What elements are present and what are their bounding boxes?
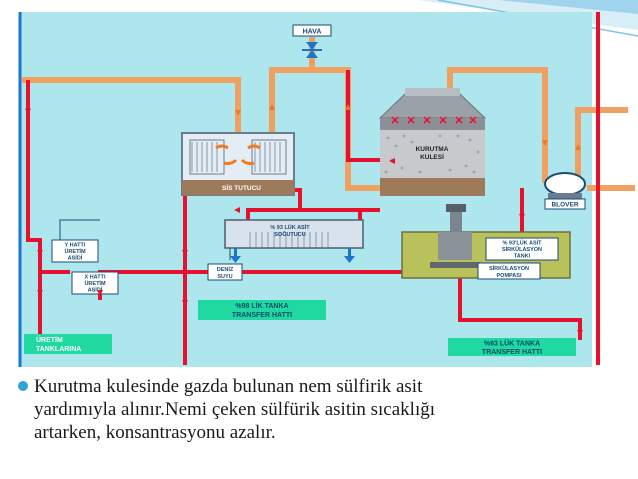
blover-label: BLOVER	[551, 202, 578, 209]
x-hatti-label-line3: ASİDİ	[88, 287, 103, 294]
y-hatti-label-line1: Y HATTI	[65, 243, 86, 249]
sirk-tank-label-line2: SİRKÜLASYON	[502, 246, 542, 253]
flow-arrow-icon	[25, 104, 583, 336]
sirk-pompa-label-line2: POMPASI	[497, 273, 522, 279]
transfer98-label-line2: TRANSFER HATTI	[232, 312, 292, 319]
y-hatti-box	[51, 239, 99, 263]
blover-icon	[544, 172, 586, 199]
hava-valve-icon	[302, 42, 322, 58]
bullet-line-1: Kurutma kulesinde gazda bulunan nem sülf…	[34, 376, 423, 397]
uretim-label-line1: ÜRETİM	[36, 335, 63, 344]
sirk-pompa-label-line1: SİRKÜLASYON	[489, 265, 529, 272]
bullet-line-2: yardımıyla alınır.Nemi çeken sülfürik as…	[34, 399, 436, 420]
bullet-point: Kurutma kulesinde gazda bulunan nem sülf…	[18, 375, 618, 444]
sis-tutucu-label: SİS TUTUCU	[222, 184, 261, 192]
sirk-pompa-label-box	[477, 262, 541, 280]
deniz-suyu-box	[207, 263, 243, 281]
kurutma-label-line2: KULESİ	[420, 153, 444, 161]
hava-label-box	[292, 24, 332, 37]
bullet-text: Kurutma kulesinde gazda bulunan nem sülf…	[34, 375, 618, 444]
deniz-label-line1: DENİZ	[217, 266, 234, 273]
flow-arrow-icon	[235, 104, 581, 150]
y-hatti-label-line3: ASİDİ	[68, 255, 83, 262]
uretim-label-line2: TANKLARINA	[36, 346, 81, 353]
sogutucu-label-line2: SOĞUTUCU	[274, 230, 306, 238]
sirk-tank-label-line3: TANKI	[514, 254, 531, 260]
bullet-icon	[18, 381, 28, 391]
transfer93-label-line2: TRANSFER HATTI	[482, 349, 542, 356]
hava-label: HAVA	[303, 29, 322, 36]
transfer98-label-line1: %98 LİK TANKA	[235, 302, 288, 310]
deniz-label-line2: SUYU	[217, 274, 232, 280]
bullet-line-3: artarken, konsantrasyonu azalır.	[34, 422, 276, 443]
kurutma-kulesi: KURUTMA KULESİ	[378, 88, 487, 196]
x-hatti-label-line2: ÜRETİM	[84, 280, 106, 287]
transfer93-box	[448, 338, 576, 356]
flow-arrow-icon	[215, 144, 261, 166]
sirk-tank-label-line1: % 93'LÜK ASİT	[503, 240, 543, 247]
sirk-tank-label-box	[485, 237, 559, 261]
uretim-tanklarina-box	[24, 334, 112, 354]
sis-tutucu: SİS TUTUCU	[181, 132, 295, 196]
sogutucu: % 93 LÜK ASİT SOĞUTUCU	[224, 219, 364, 249]
transfer93-label-line1: %93 LÜK TANKA	[484, 339, 540, 348]
kurutma-label-line1: KURUTMA	[416, 146, 449, 153]
x-hatti-box	[71, 271, 119, 295]
process-diagram: HAVA SİS TUTUCU	[18, 12, 635, 367]
x-hatti-label-line1: X HATTI	[85, 275, 106, 281]
water-arrow-icon	[230, 248, 355, 263]
blover-label-box	[544, 198, 586, 210]
transfer98-box	[198, 300, 326, 320]
y-hatti-label-line2: ÜRETİM	[64, 248, 86, 255]
sogutucu-label-line1: % 93 LÜK ASİT	[270, 224, 310, 231]
